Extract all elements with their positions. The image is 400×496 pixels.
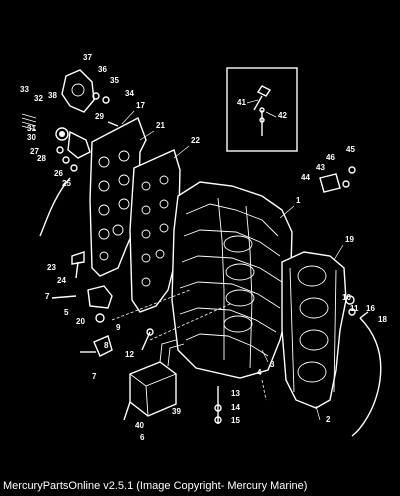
callout-46: 46 xyxy=(326,153,335,162)
callout-37: 37 xyxy=(83,53,92,62)
callout-31: 31 xyxy=(27,124,36,133)
callout-40: 40 xyxy=(135,421,144,430)
callout-28: 28 xyxy=(37,154,46,163)
callout-24: 24 xyxy=(57,276,66,285)
callout-2: 2 xyxy=(326,415,331,424)
callout-20: 20 xyxy=(76,317,85,326)
callout-32: 32 xyxy=(34,94,43,103)
callout-33: 33 xyxy=(20,85,29,94)
callout-18: 18 xyxy=(378,315,387,324)
callout-11: 11 xyxy=(350,304,359,313)
callout-16: 16 xyxy=(366,304,375,313)
callout-1: 1 xyxy=(296,196,301,205)
callout-15: 15 xyxy=(231,416,240,425)
callout-10: 10 xyxy=(342,293,351,302)
clamp-parts xyxy=(80,335,113,357)
callout-27: 27 xyxy=(30,147,39,156)
sender-wire xyxy=(39,177,71,237)
callout-21: 21 xyxy=(156,121,165,130)
callout-labels: 1234567789101112131415161718192021222324… xyxy=(20,53,387,442)
cover-gasket xyxy=(129,149,181,313)
callout-14: 14 xyxy=(231,403,240,412)
callout-5: 5 xyxy=(64,308,69,317)
bolt xyxy=(141,328,154,351)
callout-leaders xyxy=(121,110,344,421)
callout-3: 3 xyxy=(270,360,275,369)
callout-26: 26 xyxy=(54,169,63,178)
callout-39: 39 xyxy=(172,407,181,416)
callout-34: 34 xyxy=(125,89,134,98)
callout-17: 17 xyxy=(136,101,145,110)
callout-30: 30 xyxy=(27,133,36,142)
callout-45: 45 xyxy=(346,145,355,154)
copyright-footer: MercuryPartsOnline v2.5.1 (Image Copyrig… xyxy=(3,480,308,492)
callout-9: 9 xyxy=(116,323,121,332)
callout-4: 4 xyxy=(257,368,262,377)
callout-35: 35 xyxy=(110,76,119,85)
callout-36: 36 xyxy=(98,65,107,74)
fittings xyxy=(319,166,356,316)
callout-19: 19 xyxy=(345,235,354,244)
water-hose xyxy=(351,317,382,437)
cylinder-head-cover xyxy=(89,117,147,277)
callout-23: 23 xyxy=(47,263,56,272)
callout-43: 43 xyxy=(316,163,325,172)
callout-12: 12 xyxy=(125,350,134,359)
cylinder-block xyxy=(171,181,293,379)
callout-8: 8 xyxy=(104,341,109,350)
thermostat-assembly xyxy=(21,69,119,172)
callout-41: 41 xyxy=(237,98,246,107)
callout-38: 38 xyxy=(48,91,57,100)
electrical-module xyxy=(123,339,185,421)
detail-inset xyxy=(226,67,298,152)
cylinder-head xyxy=(281,251,347,409)
callout-22: 22 xyxy=(191,136,200,145)
callout-6: 6 xyxy=(140,433,145,442)
callout-44: 44 xyxy=(301,173,310,182)
bracket-parts xyxy=(51,251,113,323)
callout-7: 7 xyxy=(45,292,50,301)
callout-42: 42 xyxy=(278,111,287,120)
callout-7: 7 xyxy=(92,372,97,381)
callout-13: 13 xyxy=(231,389,240,398)
callout-25: 25 xyxy=(62,179,71,188)
stud-set xyxy=(214,386,222,424)
callout-29: 29 xyxy=(95,112,104,121)
